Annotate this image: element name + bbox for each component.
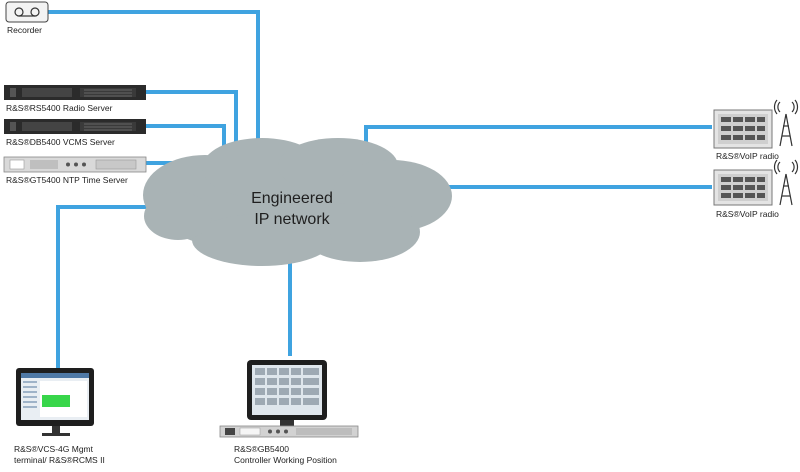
mgmt-terminal-device: R&S®VCS-4G Mgmt terminal/ R&S®RCMS II [14,368,105,465]
cloud-title-line1: Engineered [251,190,333,207]
antenna-icon [773,99,799,147]
ntp-server-device: R&S®GT5400 NTP Time Server [3,156,147,185]
voip-radio-1-label: R&S®VoIP radio [716,151,779,161]
link-radio-server [146,90,238,158]
cwp-device: R&S®GB5400 Controller Working Position [219,360,359,465]
ip-network-cloud: Engineered IP network [143,138,452,266]
tape-reel-icon [14,7,40,17]
voip-radio-1-device: R&S®VoIP radio [713,99,799,161]
radio-server-label: R&S®RS5400 Radio Server [6,103,113,113]
vcms-server-label: R&S®DB5400 VCMS Server [6,137,115,147]
link-recorder [48,10,260,150]
link-voip-radio-1 [364,125,712,155]
ntp-server-label: R&S®GT5400 NTP Time Server [6,175,128,185]
voip-radio-2-device: R&S®VoIP radio [713,159,799,219]
voip-radio-2-label: R&S®VoIP radio [716,209,779,219]
recorder-label: Recorder [7,25,42,35]
mgmt-terminal-label-line2: terminal/ R&S®RCMS II [14,455,105,465]
cloud-title-line2: IP network [254,211,330,228]
mgmt-terminal-label-line1: R&S®VCS-4G Mgmt [14,444,94,454]
antenna-icon [773,159,799,206]
cwp-label-line2: Controller Working Position [234,455,337,465]
radio-server-device: R&S®RS5400 Radio Server [4,85,146,113]
recorder-device: Recorder [5,1,49,35]
link-mgmt-terminal [56,205,152,368]
cwp-label-line1: R&S®GB5400 [234,444,289,454]
vcms-server-device: R&S®DB5400 VCMS Server [4,119,146,147]
